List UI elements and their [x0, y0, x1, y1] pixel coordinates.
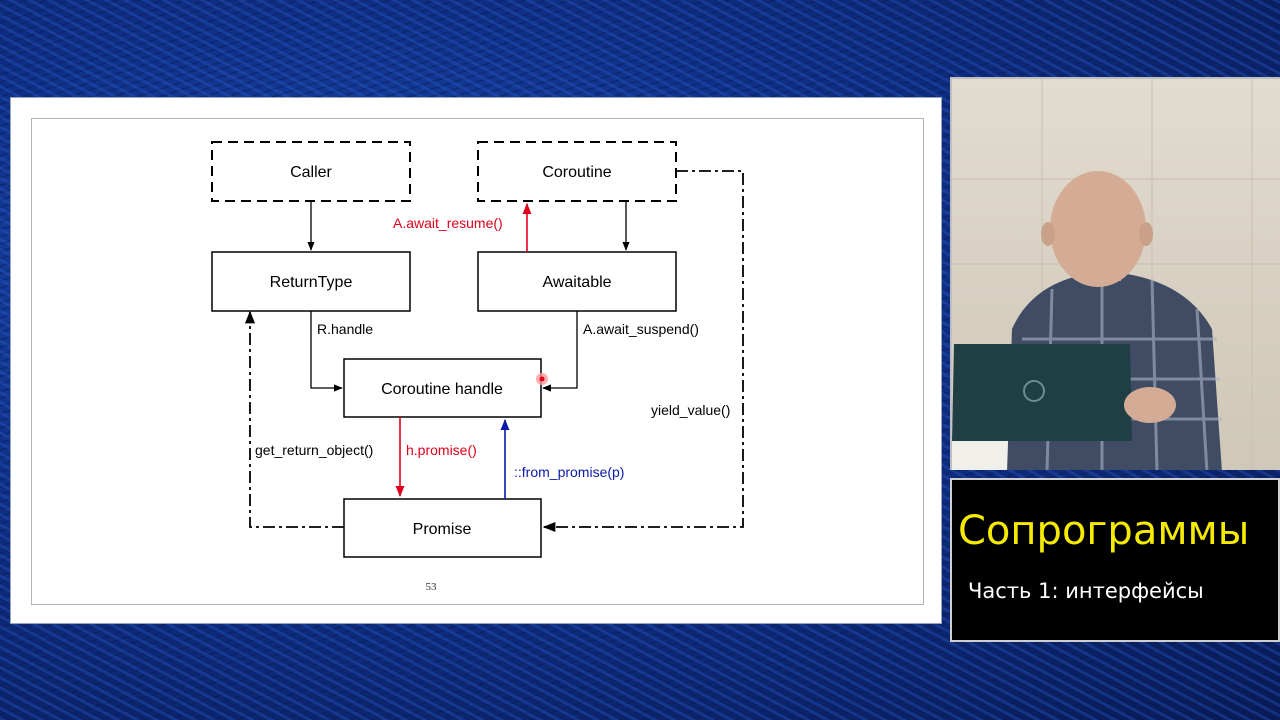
- label-await-suspend: A.await_suspend(): [583, 321, 699, 337]
- node-coroutine-handle: Coroutine handle: [343, 358, 542, 418]
- label-h-promise: h.promise(): [406, 442, 477, 458]
- page-number: 53: [426, 581, 438, 593]
- video-title: Сопрограммы: [958, 508, 1250, 554]
- node-return-type-label: ReturnType: [270, 274, 353, 291]
- video-subtitle: Часть 1: интерфейсы: [968, 579, 1204, 603]
- presenter-video-frame: [952, 79, 1280, 470]
- node-awaitable: Awaitable: [477, 251, 677, 312]
- node-promise-label: Promise: [413, 521, 472, 538]
- laptop: [952, 344, 1132, 441]
- label-from-promise: ::from_promise(p): [514, 464, 624, 480]
- laptop-logo-icon: [1023, 380, 1045, 402]
- edge-yield-value: [542, 170, 744, 533]
- label-await-resume: A.await_resume(): [393, 215, 503, 231]
- slide: Caller Coroutine ReturnType Awaitable Co…: [10, 97, 942, 624]
- label-yield-value: yield_value(): [651, 402, 730, 418]
- node-coroutine: Coroutine: [477, 141, 677, 202]
- node-caller: Caller: [211, 141, 411, 202]
- node-return-type: ReturnType: [211, 251, 411, 312]
- presenter-hands: [1124, 387, 1176, 423]
- node-awaitable-label: Awaitable: [542, 274, 611, 291]
- coroutine-diagram: Caller Coroutine ReturnType Awaitable Co…: [211, 141, 744, 593]
- presenter-head: [1050, 171, 1146, 287]
- label-r-handle: R.handle: [317, 321, 373, 337]
- label-get-return-object: get_return_object(): [255, 442, 373, 458]
- node-caller-label: Caller: [290, 164, 332, 181]
- laser-pointer-dot: [539, 376, 545, 382]
- node-coroutine-handle-label: Coroutine handle: [381, 381, 503, 398]
- title-card: Сопрограммы Часть 1: интерфейсы: [950, 478, 1280, 642]
- presenter-video: [950, 77, 1280, 470]
- slide-frame: Caller Coroutine ReturnType Awaitable Co…: [31, 118, 924, 605]
- edge-r-handle: [310, 311, 343, 392]
- edge-get-return-object: [244, 310, 344, 528]
- node-coroutine-label: Coroutine: [542, 164, 611, 181]
- edge-await-suspend: [542, 311, 578, 392]
- node-promise: Promise: [343, 498, 542, 558]
